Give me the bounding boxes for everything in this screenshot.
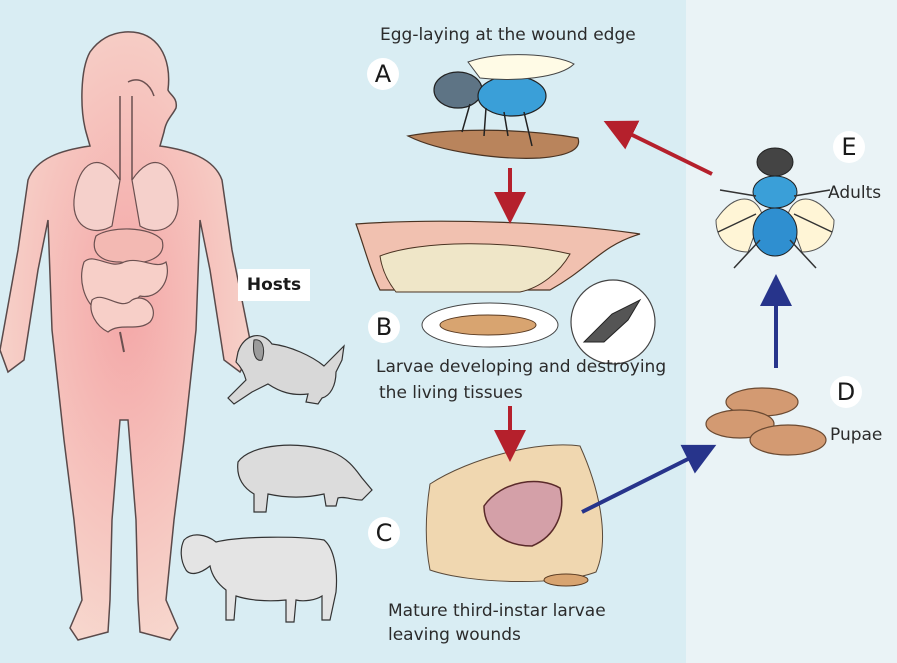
caption-mature-line2: leaving wounds — [388, 624, 521, 646]
adult-fly-icon — [716, 148, 834, 268]
caption-egg-laying: Egg-laying at the wound edge — [380, 24, 636, 46]
hosts-label: Hosts — [238, 269, 310, 301]
wound-larvae-icon — [356, 221, 640, 292]
arrow-c-to-d — [582, 452, 702, 512]
pig-icon — [238, 445, 372, 512]
caption-larvae-line2: the living tissues — [379, 382, 523, 404]
stage-label-e: E — [833, 131, 865, 163]
dog-icon — [228, 336, 344, 404]
larva-closeup-icon — [422, 303, 558, 347]
stage-label-c: C — [368, 517, 400, 549]
caption-mature-line1: Mature third-instar larvae — [388, 600, 606, 622]
caption-adults: Adults — [828, 182, 881, 204]
stage-label-b: B — [368, 311, 400, 343]
stage-label-a: A — [367, 58, 399, 90]
arrow-e-to-a — [618, 128, 712, 174]
caption-larvae-line1: Larvae developing and destroying — [376, 356, 666, 378]
fly-egg-laying-icon — [408, 55, 579, 159]
caption-pupae: Pupae — [830, 424, 882, 446]
pupae-icon — [706, 388, 826, 455]
cow-icon — [181, 535, 336, 622]
wound-exit-icon — [426, 445, 602, 586]
mouthhook-closeup-icon — [571, 280, 655, 364]
stage-label-d: D — [830, 376, 862, 408]
